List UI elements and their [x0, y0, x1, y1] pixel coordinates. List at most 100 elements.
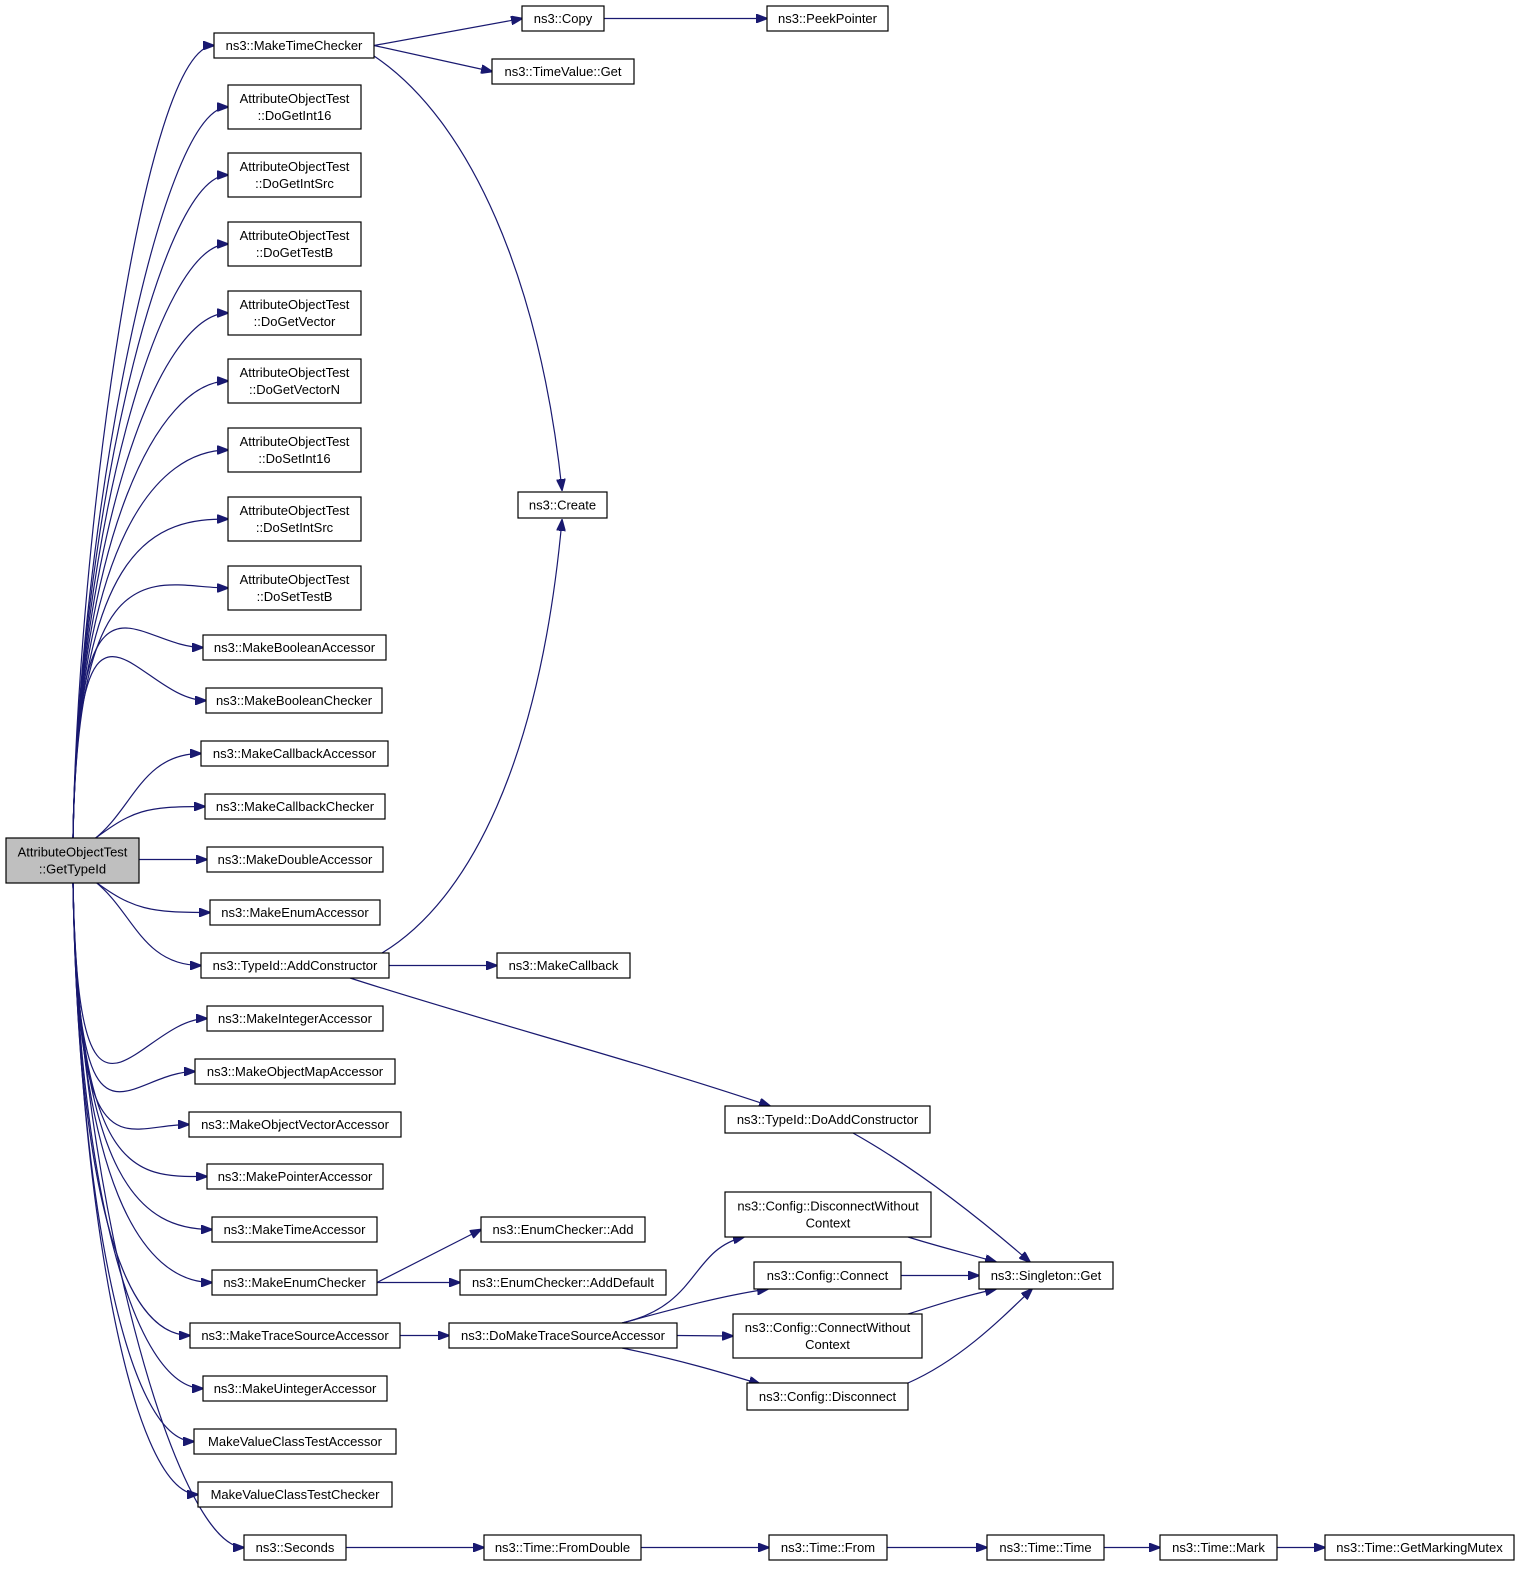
- node-seconds[interactable]: ns3::Seconds: [243, 1534, 347, 1561]
- node-makebooleanchecker[interactable]: ns3::MakeBooleanChecker: [205, 687, 383, 714]
- node-root[interactable]: AttributeObjectTest::GetTypeId: [5, 837, 140, 884]
- node-label: MakeValueClassTestChecker: [211, 1487, 380, 1502]
- node-label: ns3::MakeEnumAccessor: [221, 905, 369, 920]
- node-label: ns3::Time::FromDouble: [495, 1540, 630, 1555]
- node-enumcheckeradd[interactable]: ns3::EnumChecker::Add: [480, 1216, 646, 1243]
- node-timegetmarkingmutex[interactable]: ns3::Time::GetMarkingMutex: [1324, 1534, 1515, 1561]
- node-label: AttributeObjectTest: [240, 91, 350, 106]
- node-makeobjectvectoraccessor[interactable]: ns3::MakeObjectVectorAccessor: [188, 1111, 402, 1138]
- node-makedoubleaccessor[interactable]: ns3::MakeDoubleAccessor: [206, 846, 384, 873]
- node-maketimeaccessor[interactable]: ns3::MakeTimeAccessor: [211, 1216, 378, 1243]
- node-dogetvectorn[interactable]: AttributeObjectTest::DoGetVectorN: [227, 358, 362, 404]
- node-dogettestb[interactable]: AttributeObjectTest::DoGetTestB: [227, 221, 362, 267]
- node-box: [213, 32, 375, 59]
- node-label: ns3::Config::Disconnect: [759, 1389, 897, 1404]
- node-box: [197, 1481, 393, 1508]
- node-label: AttributeObjectTest: [240, 228, 350, 243]
- edge-addconstructor-to-create: [381, 520, 562, 954]
- node-label: ns3::Time::Time: [999, 1540, 1091, 1555]
- edge-root-to-dogetint16: [72, 107, 228, 839]
- node-domaketracesourceaccessor[interactable]: ns3::DoMakeTraceSourceAccessor: [448, 1322, 678, 1349]
- edge-disconnectwithoutcontext-to-singletonget: [907, 1236, 996, 1262]
- node-label: ::DoSetIntSrc: [256, 520, 334, 535]
- node-label: ns3::MakeUintegerAccessor: [214, 1381, 377, 1396]
- node-makeintegeraccessor[interactable]: ns3::MakeIntegerAccessor: [206, 1005, 384, 1032]
- node-copy[interactable]: ns3::Copy: [521, 5, 605, 32]
- node-label: ns3::EnumChecker::AddDefault: [472, 1275, 654, 1290]
- node-makecallbackaccessor[interactable]: ns3::MakeCallbackAccessor: [200, 740, 389, 767]
- node-dogetint16[interactable]: AttributeObjectTest::DoGetInt16: [227, 84, 362, 130]
- node-dogetvector[interactable]: AttributeObjectTest::DoGetVector: [227, 290, 362, 336]
- edge-root-to-makeenumchecker: [72, 882, 212, 1283]
- node-doaddconstructor[interactable]: ns3::TypeId::DoAddConstructor: [724, 1105, 931, 1134]
- edge-root-to-maketimechecker: [72, 46, 214, 839]
- node-label: AttributeObjectTest: [240, 365, 350, 380]
- node-label: ns3::Time::From: [781, 1540, 875, 1555]
- node-makeobjectmapaccessor[interactable]: ns3::MakeObjectMapAccessor: [194, 1058, 396, 1085]
- edge-root-to-makeintegeraccessor: [72, 882, 207, 1064]
- node-box: [206, 1005, 384, 1032]
- node-dosettestb[interactable]: AttributeObjectTest::DoSetTestB: [227, 565, 362, 611]
- node-label: ns3::Singleton::Get: [991, 1268, 1102, 1283]
- node-makecallback[interactable]: ns3::MakeCallback: [496, 952, 631, 979]
- node-label: ns3::PeekPointer: [778, 11, 878, 26]
- node-makeenumchecker[interactable]: ns3::MakeEnumChecker: [211, 1269, 378, 1296]
- node-timevalueget[interactable]: ns3::TimeValue::Get: [491, 58, 635, 85]
- node-box: [243, 1534, 347, 1561]
- node-dosetintsrc[interactable]: AttributeObjectTest::DoSetIntSrc: [227, 496, 362, 542]
- node-label: ns3::MakePointerAccessor: [218, 1169, 373, 1184]
- node-timefrom[interactable]: ns3::Time::From: [768, 1534, 888, 1561]
- node-makeuintegeraccessor[interactable]: ns3::MakeUintegerAccessor: [202, 1375, 388, 1402]
- node-box: [227, 290, 362, 336]
- node-enumcheckeradddefault[interactable]: ns3::EnumChecker::AddDefault: [459, 1269, 667, 1296]
- edge-domaketracesourceaccessor-to-connectwithoutcontext: [676, 1336, 733, 1337]
- node-label: ns3::MakeCallbackChecker: [216, 799, 375, 814]
- node-label: ns3::MakeCallbackAccessor: [213, 746, 377, 761]
- edge-domaketracesourceaccessor-to-disconnectwithoutcontext: [621, 1237, 744, 1324]
- edge-root-to-maketracesourceaccessor: [72, 882, 190, 1336]
- node-label: ns3::Time::Mark: [1172, 1540, 1265, 1555]
- node-makevalueclasstestaccessor[interactable]: MakeValueClassTestAccessor: [193, 1428, 397, 1455]
- node-makecallbackchecker[interactable]: ns3::MakeCallbackChecker: [204, 793, 386, 820]
- node-label: ns3::MakeBooleanChecker: [216, 693, 373, 708]
- node-box: [768, 1534, 888, 1561]
- node-box: [204, 793, 386, 820]
- node-label: ns3::MakeDoubleAccessor: [218, 852, 373, 867]
- node-maketracesourceaccessor[interactable]: ns3::MakeTraceSourceAccessor: [189, 1322, 401, 1349]
- node-label: ::DoGetVectorN: [249, 382, 340, 397]
- node-timemark[interactable]: ns3::Time::Mark: [1159, 1534, 1278, 1561]
- node-box: [480, 1216, 646, 1243]
- edges-layer: [72, 19, 1325, 1548]
- node-addconstructor[interactable]: ns3::TypeId::AddConstructor: [200, 952, 390, 979]
- node-dosetint16[interactable]: AttributeObjectTest::DoSetInt16: [227, 427, 362, 473]
- node-box: [202, 634, 387, 661]
- node-box: [211, 1269, 378, 1296]
- edge-root-to-addconstructor: [92, 879, 201, 966]
- node-maketimechecker[interactable]: ns3::MakeTimeChecker: [213, 32, 375, 59]
- node-makebooleanaccessor[interactable]: ns3::MakeBooleanAccessor: [202, 634, 387, 661]
- node-box: [227, 221, 362, 267]
- node-dogetintsrc[interactable]: AttributeObjectTest::DoGetIntSrc: [227, 152, 362, 198]
- node-label: ::DoGetTestB: [256, 245, 333, 260]
- node-peekpointer[interactable]: ns3::PeekPointer: [766, 5, 889, 32]
- node-label: Context: [806, 1216, 851, 1231]
- node-singletonget[interactable]: ns3::Singleton::Get: [978, 1261, 1114, 1290]
- node-label: ns3::MakeIntegerAccessor: [218, 1011, 373, 1026]
- node-label: ns3::Config::ConnectWithout: [745, 1320, 911, 1335]
- node-label: ns3::MakeTimeChecker: [226, 38, 363, 53]
- node-box: [206, 846, 384, 873]
- node-configdisconnect[interactable]: ns3::Config::Disconnect: [746, 1382, 909, 1411]
- node-configconnect[interactable]: ns3::Config::Connect: [753, 1261, 902, 1290]
- node-create[interactable]: ns3::Create: [517, 491, 608, 519]
- edge-maketimechecker-to-copy: [373, 19, 522, 47]
- node-timefromdouble[interactable]: ns3::Time::FromDouble: [483, 1534, 642, 1561]
- node-timetime[interactable]: ns3::Time::Time: [986, 1534, 1105, 1561]
- node-box: [1324, 1534, 1515, 1561]
- node-makeenumaccessor[interactable]: ns3::MakeEnumAccessor: [209, 899, 381, 926]
- node-makepointeraccessor[interactable]: ns3::MakePointerAccessor: [206, 1163, 384, 1190]
- node-makevalueclasstestchecker[interactable]: MakeValueClassTestChecker: [197, 1481, 393, 1508]
- node-label: ns3::MakeObjectMapAccessor: [207, 1064, 384, 1079]
